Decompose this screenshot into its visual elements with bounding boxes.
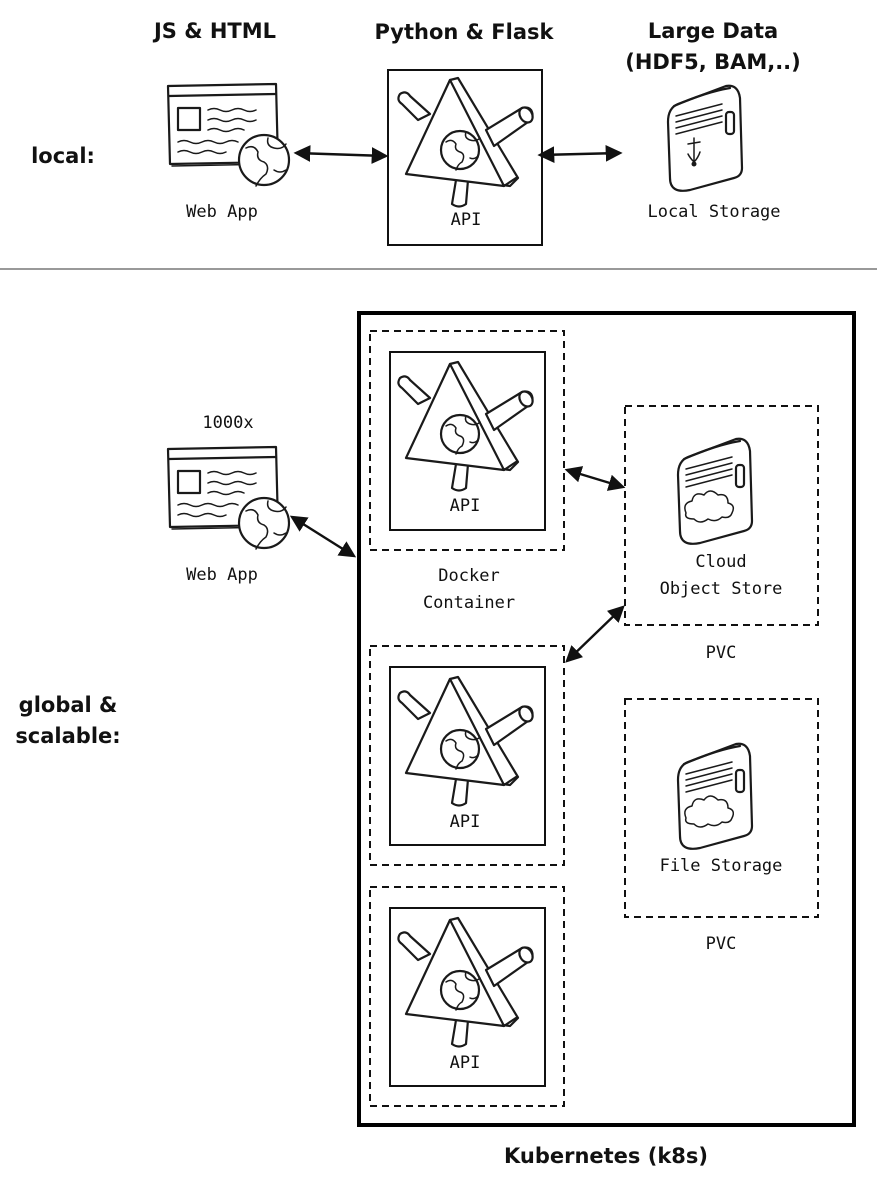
- docker-container-2: [369, 645, 565, 866]
- row-label-scalable: scalable:: [15, 724, 120, 748]
- arrow-container1-cloud: [564, 466, 626, 491]
- docker-container-3: [369, 886, 565, 1107]
- pvc-file-storage: [624, 698, 819, 918]
- row-label-global: global &: [19, 693, 118, 717]
- multiplier-label: 1000x: [202, 413, 253, 433]
- header-python-flask: Python & Flask: [375, 20, 555, 44]
- cloud-label: Cloud: [695, 552, 746, 572]
- local-storage: Local Storage: [647, 84, 781, 222]
- header-large-data: Large Data: [648, 19, 778, 43]
- arrow-container2-cloud: [565, 605, 625, 663]
- arrow-webapp-api: [293, 145, 389, 164]
- row-label-local: local:: [31, 144, 95, 168]
- arrow-webapp-k8s: [289, 515, 357, 558]
- usb-storage-icon: [666, 84, 744, 192]
- api-box-1: [389, 351, 546, 531]
- web-app-icon: [166, 82, 291, 188]
- docker-label: Docker: [438, 566, 499, 586]
- api-box-3: [389, 907, 546, 1087]
- flask-api-icon: [397, 76, 537, 208]
- web-app-icon: [166, 445, 291, 551]
- flask-api-icon: [397, 360, 537, 492]
- local-storage-label: Local Storage: [647, 202, 780, 222]
- file-storage-label: File Storage: [660, 856, 783, 876]
- api-box-2: [389, 666, 546, 846]
- flask-api-icon: [397, 675, 537, 807]
- api-label-1: API: [450, 496, 481, 516]
- docker-container-1: [369, 330, 565, 551]
- container-label: Container: [423, 593, 515, 613]
- web-app-label: Web App: [186, 565, 258, 585]
- api-label-3: API: [450, 1053, 481, 1073]
- local-api-label: API: [451, 210, 482, 230]
- arrow-api-storage: [537, 144, 623, 164]
- local-web-app: Web App: [166, 82, 291, 222]
- global-web-app: Web App: [166, 445, 291, 585]
- header-large-data-formats: (HDF5, BAM,..): [625, 50, 801, 74]
- pvc-cloud-object-store: [624, 405, 819, 626]
- kubernetes-label: Kubernetes (k8s): [504, 1144, 708, 1168]
- pvc-label-2: PVC: [706, 934, 737, 954]
- object-store-label: Object Store: [660, 579, 783, 599]
- api-label-2: API: [450, 812, 481, 832]
- cloud-storage-icon: [676, 742, 754, 850]
- flask-api-icon: [397, 916, 537, 1048]
- header-js-html: JS & HTML: [152, 19, 276, 43]
- kubernetes-cluster: [357, 311, 856, 1127]
- cloud-storage-icon: [676, 437, 754, 545]
- pvc-label-1: PVC: [706, 643, 737, 663]
- web-app-label: Web App: [186, 202, 258, 222]
